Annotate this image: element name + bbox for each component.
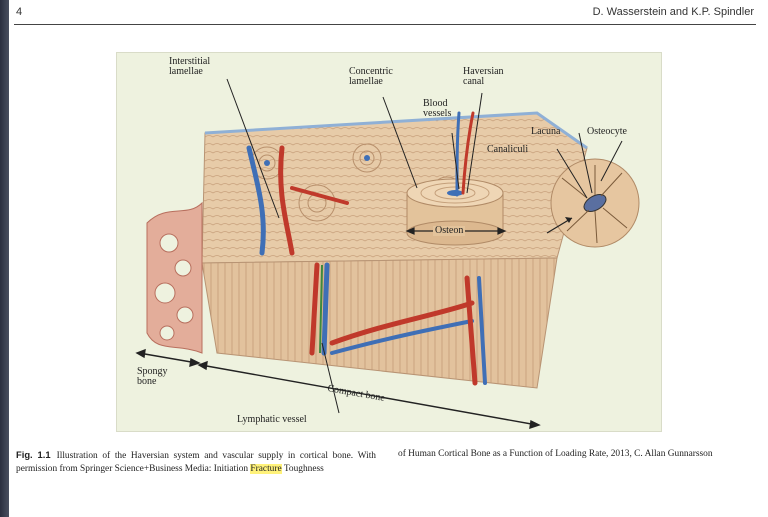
label-canaliculi: Canaliculi: [487, 145, 528, 155]
label-spongy-bone: Spongy bone: [137, 367, 168, 387]
label-concentric-lamellae: Concentric lamellae: [349, 67, 393, 87]
running-head: D. Wasserstein and K.P. Spindler: [593, 6, 754, 18]
label-osteon: Osteon: [433, 226, 465, 236]
figure-haversian-system: Interstitial lamellae Concentric lamella…: [116, 52, 662, 432]
caption-text-right: of Human Cortical Bone as a Function of …: [398, 449, 713, 459]
bone-illustration: [117, 53, 661, 431]
label-blood-vessels: Blood vessels: [423, 99, 451, 119]
caption-highlight[interactable]: Fracture: [250, 464, 281, 474]
header-rule: [14, 24, 756, 25]
figure-caption-right: of Human Cortical Bone as a Function of …: [398, 448, 758, 461]
page-number: 4: [16, 6, 22, 18]
label-lacuna: Lacuna: [531, 127, 560, 137]
front-face: [202, 258, 557, 388]
label-haversian-canal: Haversian canal: [463, 67, 504, 87]
label-interstitial-lamellae: Interstitial lamellae: [169, 57, 210, 77]
viewer-left-edge: [0, 0, 9, 517]
caption-text-b: Toughness: [282, 464, 324, 474]
label-lymphatic-vessel: Lymphatic vessel: [237, 415, 307, 425]
label-osteocyte: Osteocyte: [587, 127, 627, 137]
spongy-bone: [147, 203, 202, 353]
figure-number: Fig. 1.1: [16, 449, 51, 460]
